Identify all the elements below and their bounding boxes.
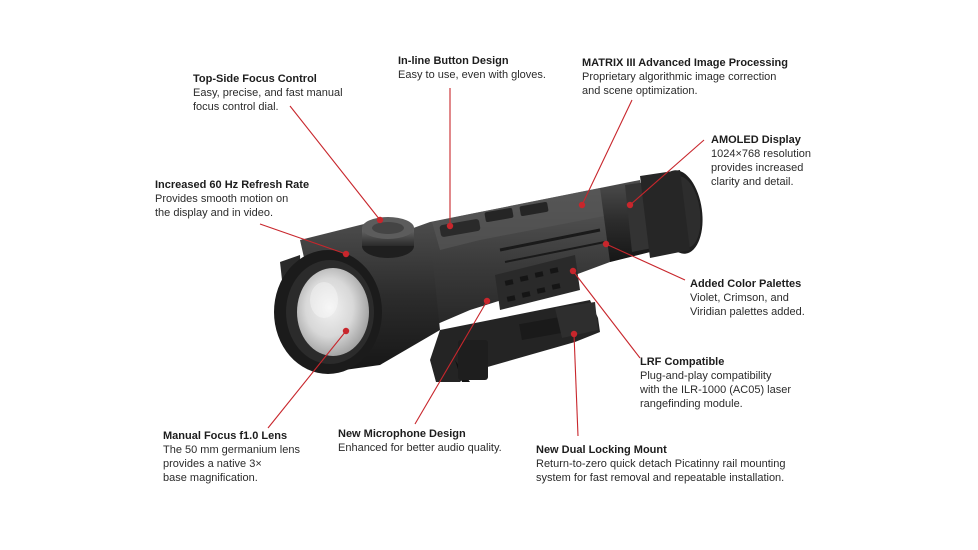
leader-refresh-rate: [259, 223, 347, 255]
focus-knob: [362, 217, 414, 258]
callout-description: 1024×768 resolution provides increased c…: [711, 148, 811, 188]
callout-title: AMOLED Display: [711, 134, 801, 146]
callout-title: New Dual Locking Mount: [536, 444, 667, 456]
callout-description: Easy to use, even with gloves.: [398, 69, 546, 81]
leader-manual-focus: [267, 330, 347, 429]
objective-housing: [274, 220, 440, 374]
callout-title: New Microphone Design: [338, 428, 466, 440]
callout-focus-control: Top-Side Focus Control Easy, precise, an…: [193, 72, 343, 114]
callout-description: Return-to-zero quick detach Picatinny ra…: [536, 458, 786, 484]
callout-title: MATRIX III Advanced Image Processing: [582, 57, 788, 69]
callout-image-processing: MATRIX III Advanced Image Processing Pro…: [582, 56, 788, 98]
callout-description: Enhanced for better audio quality.: [338, 442, 502, 454]
leader-lrf-compatible: [572, 270, 641, 359]
callout-title: Added Color Palettes: [690, 278, 802, 290]
leader-amoled-display: [629, 139, 705, 206]
callout-amoled-display: AMOLED Display 1024×768 resolution provi…: [711, 133, 811, 189]
callout-manual-focus: Manual Focus f1.0 Lens The 50 mm germani…: [163, 429, 300, 485]
callout-title: Top-Side Focus Control: [193, 73, 317, 85]
callout-description: Easy, precise, and fast manual focus con…: [193, 87, 343, 113]
leader-microphone: [414, 300, 488, 425]
leader-color-palettes: [605, 243, 686, 281]
leader-dots: [342, 201, 634, 338]
callout-locking-mount: New Dual Locking Mount Return-to-zero qu…: [536, 443, 785, 485]
callout-title: LRF Compatible: [640, 356, 725, 368]
callout-refresh-rate: Increased 60 Hz Refresh Rate Provides sm…: [155, 178, 309, 220]
leader-locking-mount: [573, 333, 579, 437]
callout-button-design: In-line Button Design Easy to use, even …: [398, 54, 546, 82]
callout-microphone: New Microphone Design Enhanced for bette…: [338, 427, 502, 455]
callout-description: Provides smooth motion on the display an…: [155, 193, 289, 219]
leader-image-processing: [581, 99, 633, 206]
callout-description: Violet, Crimson, and Viridian palettes a…: [690, 292, 805, 318]
dual-locking-mount: [430, 300, 600, 382]
callout-description: The 50 mm germanium lens provides a nati…: [163, 444, 300, 484]
leader-lines: [259, 88, 705, 437]
callout-lrf-compatible: LRF Compatible Plug-and-play compatibili…: [640, 355, 791, 411]
leader-focus-control: [289, 105, 381, 221]
eyepiece: [600, 170, 703, 262]
callout-color-palettes: Added Color Palettes Violet, Crimson, an…: [690, 277, 805, 319]
callout-description: Plug-and-play compatibility with the ILR…: [640, 370, 792, 410]
callout-description: Proprietary algorithmic image correction…: [582, 71, 777, 97]
callout-title: Manual Focus f1.0 Lens: [163, 430, 288, 442]
callout-title: In-line Button Design: [398, 55, 509, 67]
callout-title: Increased 60 Hz Refresh Rate: [155, 179, 310, 191]
